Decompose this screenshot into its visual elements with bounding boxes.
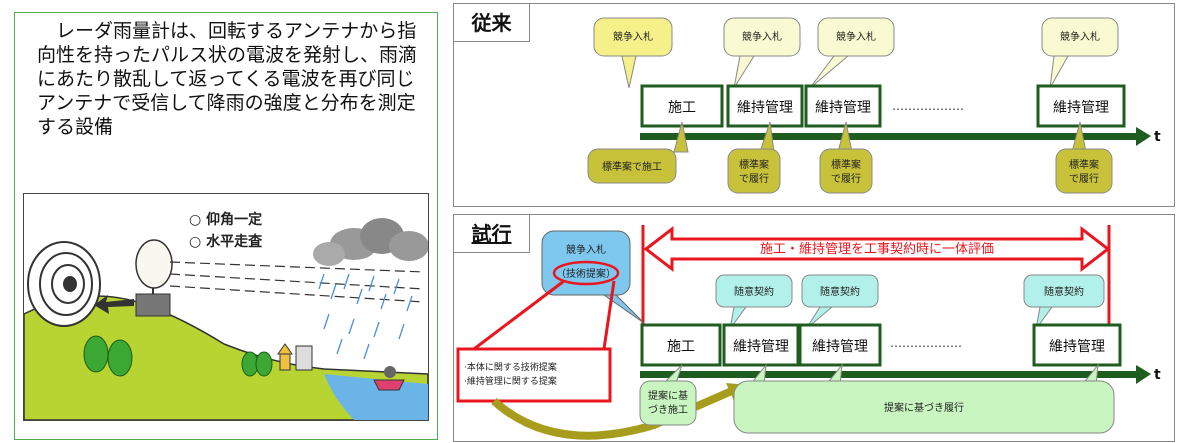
standard-construction-bubble: 標準案で施工 (587, 121, 689, 184)
negotiated-bubble: 随意契約 (801, 274, 879, 330)
svg-text:標準案: 標準案 (1069, 158, 1099, 171)
svg-text:で履行: で履行 (1069, 172, 1099, 185)
left-panel: レーダ雨量計は、回転するアンテナから指向性を持ったパルス状の電波を発射し、雨滴に… (14, 12, 438, 440)
svg-text:維持管理: 維持管理 (815, 100, 871, 116)
technical-proposal-box: ·本体に関する技術提案 ·維持管理に関する提案 (456, 347, 612, 403)
maintenance-box: 維持管理 (804, 84, 882, 128)
svg-text:·維持管理に関する提案: ·維持管理に関する提案 (464, 375, 557, 387)
standard-bubble: 標準案 で履行 (727, 121, 781, 194)
bid-bubble: 競争入札 (723, 17, 801, 89)
svg-text:標準案: 標準案 (739, 158, 769, 171)
construction-box: 施工 (640, 323, 722, 367)
svg-text:標準案で施工: 標準案で施工 (602, 160, 662, 173)
svg-text:施工: 施工 (668, 100, 696, 116)
based-fulfill-bubble: 提案に基づき履行 (733, 363, 1115, 434)
radar-description: レーダ雨量計は、回転するアンテナから指向性を持ったパルス状の電波を発射し、雨滴に… (37, 20, 418, 138)
tech-bid-bubble: 競争入札 （技術提案） (541, 230, 645, 324)
ellipsis-dots: ……………… (892, 99, 964, 113)
radar-scene-icon: ○ 仰角一定 ○ 水平走査 (24, 211, 428, 420)
conventional-section: 従来 t 競争入札 競争入札 競争入札 競争入札 施工 (453, 3, 1175, 207)
maintenance-box: 維持管理 (722, 323, 800, 367)
trial-label: 試行 (454, 215, 530, 253)
evaluation-double-arrow: 施工・維持管理を工事契約時に一体評価 (643, 225, 1111, 273)
svg-text:随意契約: 随意契約 (1044, 285, 1084, 298)
negotiated-bubble: 随意契約 (715, 274, 793, 330)
tree-icon (83, 335, 273, 377)
svg-text:（技術提案）: （技術提案） (556, 267, 616, 280)
bid-bubble: 競争入札 (1041, 17, 1119, 89)
svg-text:施工: 施工 (667, 339, 695, 355)
svg-text:·本体に関する技術提案: ·本体に関する技術提案 (464, 361, 557, 373)
bid-bubble: 競争入札 (809, 17, 895, 89)
svg-text:競争入札: 競争入札 (836, 30, 876, 43)
timeline-bar (640, 133, 1136, 140)
timeline-bar (640, 371, 1136, 378)
time-axis-label: t (1154, 367, 1161, 383)
svg-text:随意契約: 随意契約 (734, 285, 774, 298)
svg-text:提案に基づき履行: 提案に基づき履行 (884, 401, 964, 414)
maintenance-box: 維持管理 (798, 323, 882, 367)
maintenance-box: 維持管理 (726, 84, 804, 128)
legend-horizontal: ○ 水平走査 (189, 233, 263, 250)
negotiated-bubble: 随意契約 (1023, 274, 1105, 330)
timeline-arrowhead (1136, 365, 1151, 384)
timeline-arrowhead (1136, 127, 1151, 146)
ellipsis-dots: ……………… (890, 336, 962, 350)
svg-text:で履行: で履行 (739, 172, 769, 185)
svg-text:維持管理: 維持管理 (737, 100, 793, 116)
time-axis-label: t (1154, 129, 1161, 145)
house-icon (277, 343, 313, 371)
svg-text:維持管理: 維持管理 (1053, 100, 1109, 116)
radar-dish-icon (27, 241, 101, 327)
svg-text:随意契約: 随意契約 (820, 285, 860, 298)
svg-text:施工・維持管理を工事契約時に一体評価: 施工・維持管理を工事契約時に一体評価 (760, 242, 994, 257)
svg-text:提案に基: 提案に基 (648, 389, 688, 402)
antenna-icon (135, 239, 173, 317)
trial-section: 試行 施工・維持管理を工事契約時に一体評価 競争入札 （技術提案） 随意契約 (453, 214, 1175, 442)
svg-text:で履行: で履行 (831, 172, 861, 185)
svg-text:競争入札: 競争入札 (613, 30, 653, 43)
rain-icon (318, 273, 413, 360)
cloud-icon (313, 218, 428, 266)
legend-elevation: ○ 仰角一定 (189, 211, 262, 228)
curved-arrow (491, 386, 736, 440)
based-construction-bubble: 提案に基 づき施工 (639, 364, 697, 426)
svg-text:競争入札: 競争入札 (1060, 30, 1100, 43)
boat-icon (373, 366, 405, 391)
construction-box: 施工 (640, 84, 724, 128)
maintenance-box: 維持管理 (1032, 323, 1122, 367)
radar-illustration: ○ 仰角一定 ○ 水平走査 (23, 193, 429, 421)
maintenance-box: 維持管理 (1036, 84, 1126, 128)
bid-bubble: 競争入札 (593, 17, 673, 89)
standard-bubble: 標準案 で履行 (1055, 121, 1113, 194)
svg-text:競争入札: 競争入札 (742, 30, 782, 43)
svg-text:づき施工: づき施工 (648, 403, 688, 416)
svg-text:維持管理: 維持管理 (812, 339, 868, 355)
svg-text:維持管理: 維持管理 (1049, 339, 1105, 355)
svg-text:維持管理: 維持管理 (733, 339, 789, 355)
standard-bubble: 標準案 で履行 (819, 121, 873, 194)
svg-text:標準案: 標準案 (831, 158, 861, 171)
conventional-label: 従来 (454, 4, 530, 42)
svg-text:競争入札: 競争入札 (566, 243, 606, 256)
